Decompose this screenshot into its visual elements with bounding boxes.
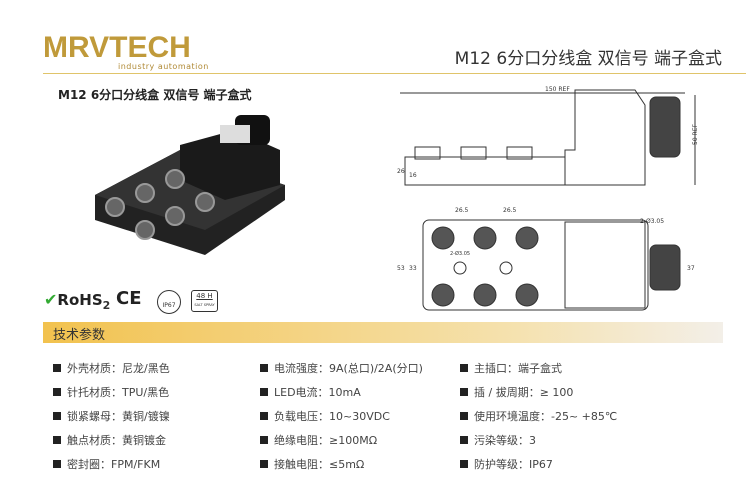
dim-53: 53 [397, 265, 405, 272]
bullet-icon [260, 388, 268, 396]
page-title: M12 6分口分线盒 双信号 端子盒式 [454, 49, 722, 69]
param-text: 主插口：端子盒式 [474, 362, 562, 375]
brand-logo: MRVTECH [43, 31, 191, 64]
dimension-drawing: 150 REF 50 REF 26 16 26.5 26.5 53 33 37 … [397, 86, 699, 311]
param-item: 使用环境温度：-25~ +85℃ [460, 408, 617, 424]
dim-pitch-1: 26.5 [455, 207, 469, 214]
param-text: 电流强度：9A(总口)/2A(分口) [274, 362, 423, 375]
param-item: 负载电压：10~30VDC [260, 408, 390, 424]
param-text: 绝缘电阻：≥100MΩ [274, 434, 378, 447]
param-item: LED电流：10mA [260, 384, 361, 400]
dim-26: 26 [397, 168, 405, 175]
param-item: 插 / 拔周期：≥ 100 [460, 384, 573, 400]
bullet-icon [260, 412, 268, 420]
dim-33: 33 [409, 265, 417, 272]
ce-mark: CE [116, 288, 142, 309]
bullet-icon [260, 364, 268, 372]
param-text: 触点材质：黄铜镀金 [67, 434, 166, 447]
bullet-icon [460, 460, 468, 468]
bullet-icon [260, 460, 268, 468]
bullet-icon [260, 436, 268, 444]
header-divider [43, 73, 746, 74]
param-text: 防护等级：IP67 [474, 458, 553, 471]
param-item: 接触电阻：≤5mΩ [260, 456, 364, 472]
param-text: 锁紧螺母：黄铜/镀镍 [67, 410, 170, 423]
dim-hole-1: 2-Ø3.05 [640, 218, 664, 225]
dim-37: 37 [687, 265, 695, 272]
param-item: 锁紧螺母：黄铜/镀镍 [53, 408, 170, 424]
param-text: 污染等级：3 [474, 434, 536, 447]
dim-height: 50 REF [692, 123, 699, 145]
param-item: 防护等级：IP67 [460, 456, 553, 472]
param-item: 绝缘电阻：≥100MΩ [260, 432, 377, 448]
dim-length: 150 REF [545, 86, 570, 93]
check-icon: ✔ [44, 290, 58, 309]
param-item: 主插口：端子盒式 [460, 360, 562, 376]
product-photo [95, 115, 285, 255]
param-text: 外壳材质：尼龙/黑色 [67, 362, 170, 375]
param-item: 污染等级：3 [460, 432, 536, 448]
bullet-icon [53, 388, 61, 396]
param-item: 触点材质：黄铜镀金 [53, 432, 166, 448]
product-subtitle: M12 6分口分线盒 双信号 端子盒式 [58, 88, 252, 102]
param-text: 接触电阻：≤5mΩ [274, 458, 365, 471]
param-item: 外壳材质：尼龙/黑色 [53, 360, 170, 376]
bullet-icon [460, 436, 468, 444]
param-text: 针托材质：TPU/黑色 [67, 386, 170, 399]
param-item: 针托材质：TPU/黑色 [53, 384, 169, 400]
param-text: 负载电压：10~30VDC [274, 410, 390, 423]
dim-16: 16 [409, 172, 417, 179]
bullet-icon [53, 460, 61, 468]
ip67-badge: IP67 [157, 290, 181, 314]
section-title: 技术参数 [53, 328, 106, 343]
bullet-icon [53, 412, 61, 420]
dim-pitch-2: 26.5 [503, 207, 517, 214]
param-text: 使用环境温度：-25~ +85℃ [474, 410, 618, 423]
param-item: 电流强度：9A(总口)/2A(分口) [260, 360, 423, 376]
dim-hole-2: 2-Ø3.05 [450, 250, 470, 257]
bullet-icon [460, 412, 468, 420]
param-text: 插 / 拔周期：≥ 100 [474, 386, 574, 399]
rohs-badge: ✔RoHS2 [44, 290, 111, 313]
bullet-icon [53, 436, 61, 444]
section-header: 技术参数 [43, 322, 723, 343]
bullet-icon [460, 364, 468, 372]
param-text: 密封圈：FPM/FKM [67, 458, 161, 471]
bullet-icon [53, 364, 61, 372]
brand-tagline: industry automation [118, 62, 209, 71]
bullet-icon [460, 388, 468, 396]
param-item: 密封圈：FPM/FKM [53, 456, 160, 472]
param-text: LED电流：10mA [274, 386, 361, 399]
